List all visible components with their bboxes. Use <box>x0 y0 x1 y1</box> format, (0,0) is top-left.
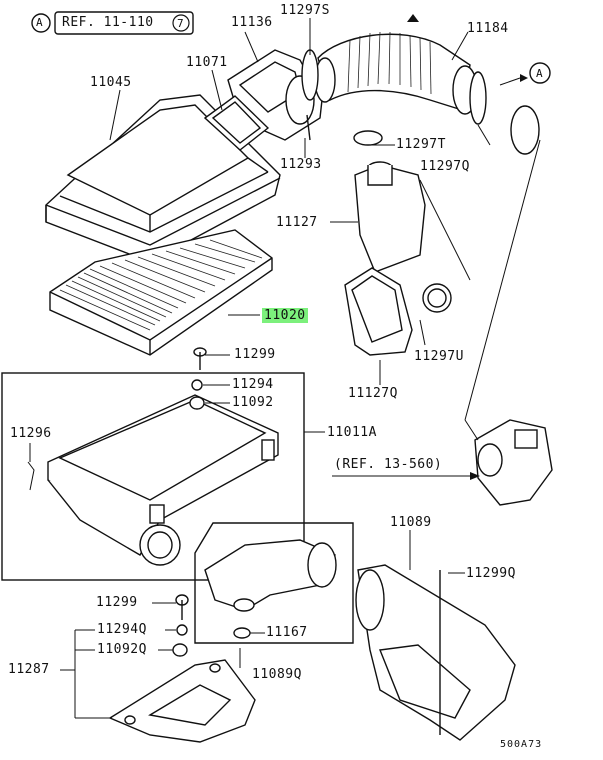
ref-tag-box <box>54 11 194 35</box>
connector-circle-a <box>529 62 551 84</box>
label-11293: 11293 <box>280 157 322 172</box>
label-11136: 11136 <box>231 15 273 30</box>
label-11020-text: 11020 <box>262 308 308 323</box>
label-11167: 11167 <box>266 625 308 640</box>
label-11299-top: 11299 <box>234 347 276 362</box>
label-11089: 11089 <box>390 515 432 530</box>
ref-circle-letter: A <box>36 16 44 29</box>
label-11299-bottom: 11299 <box>96 595 138 610</box>
resonator-bracket <box>344 267 413 356</box>
ref-sub-circle <box>172 14 190 32</box>
label-11127Q: 11127Q <box>348 386 398 401</box>
label-11299Q: 11299Q <box>466 566 516 581</box>
a-arrow-head <box>520 74 528 82</box>
label-11092Q: 11092Q <box>97 642 147 657</box>
label-11020: 11020 <box>262 308 308 323</box>
label-ref-13-560: (REF. 13-560) <box>334 457 443 472</box>
ref-arrow-head <box>470 472 480 480</box>
resonator <box>354 161 426 273</box>
leader-lines <box>29 18 541 719</box>
spring-clip <box>27 461 35 491</box>
ref-tag-text: REF. 11-110 <box>62 15 154 30</box>
label-11287: 11287 <box>8 662 50 677</box>
duct-group-box <box>194 522 354 644</box>
intake-duct <box>204 539 337 612</box>
air-cleaner-case <box>47 394 279 566</box>
ref-circle-a <box>31 13 51 33</box>
top-arrow-head <box>407 14 419 22</box>
label-connector-a: A <box>536 67 544 80</box>
label-11011A: 11011A <box>327 425 377 440</box>
label-11045: 11045 <box>90 75 132 90</box>
label-11297Q: 11297Q <box>420 159 470 174</box>
mounting-bracket <box>108 659 256 743</box>
label-11184: 11184 <box>467 21 509 36</box>
hose-clamps <box>301 49 540 313</box>
air-duct <box>355 564 516 741</box>
label-11294: 11294 <box>232 377 274 392</box>
label-11297S: 11297S <box>280 3 330 18</box>
filter-pleats <box>59 239 263 331</box>
gasket <box>203 95 270 151</box>
label-11297U: 11297U <box>414 349 464 364</box>
air-cleaner-group-box <box>1 372 305 581</box>
ref-tag-sub: 7 <box>177 17 185 30</box>
label-11294Q: 11294Q <box>97 622 147 637</box>
label-11071: 11071 <box>186 55 228 70</box>
hose-ribs <box>347 31 432 95</box>
label-11127: 11127 <box>276 215 318 230</box>
air-cleaner-cover <box>45 94 281 263</box>
intake-hose <box>314 33 478 115</box>
drawing-code: 500A73 <box>500 739 543 750</box>
label-11089Q: 11089Q <box>252 667 302 682</box>
throttle-body <box>474 419 553 506</box>
label-11092: 11092 <box>232 395 274 410</box>
label-11297T: 11297T <box>396 137 446 152</box>
screws <box>181 114 441 735</box>
label-11296: 11296 <box>10 426 52 441</box>
